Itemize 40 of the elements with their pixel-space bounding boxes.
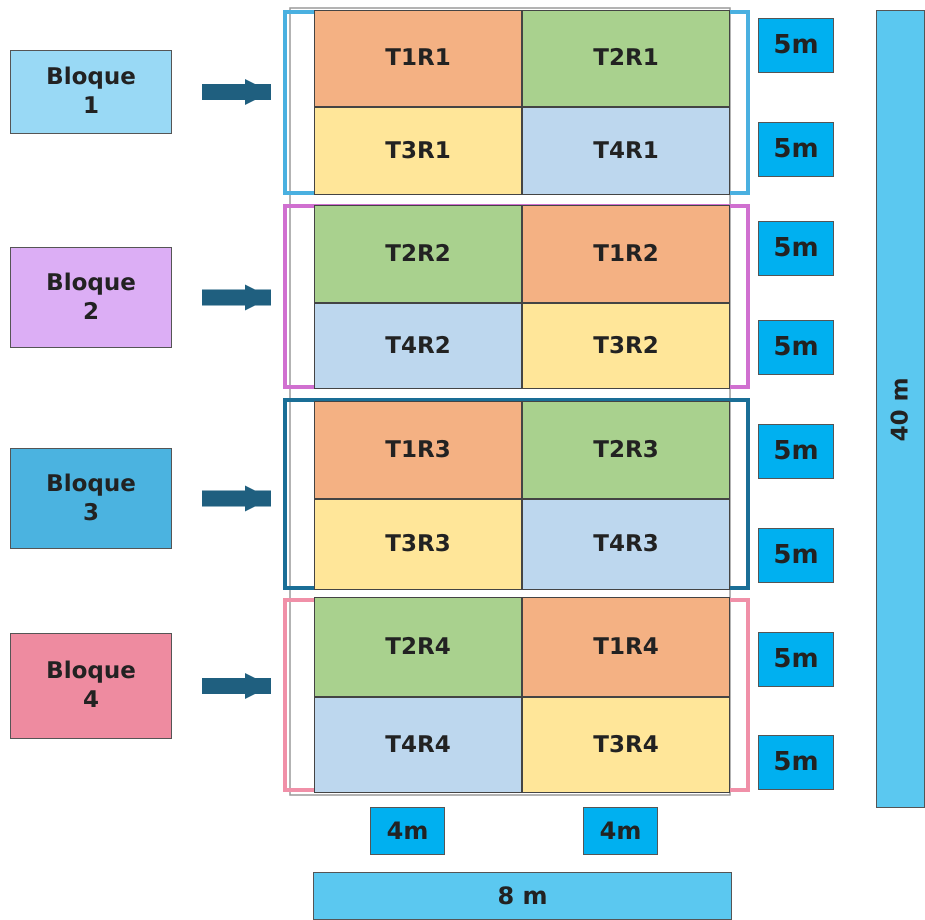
dimension-box: 5m bbox=[758, 122, 834, 177]
block-label-box: Bloque 1 bbox=[10, 50, 172, 134]
plot-cell: T1R4 bbox=[522, 597, 730, 697]
plot-cell: T2R2 bbox=[314, 205, 522, 303]
plot-cell: T3R2 bbox=[522, 303, 730, 389]
dimension-bar: 8 m bbox=[313, 872, 732, 920]
arrow bbox=[202, 486, 271, 512]
dimension-box: 5m bbox=[758, 735, 834, 790]
plot-cell: T3R4 bbox=[522, 697, 730, 793]
plot-cell: T2R4 bbox=[314, 597, 522, 697]
plot-cell: T2R3 bbox=[522, 401, 730, 499]
dimension-box: 5m bbox=[758, 320, 834, 375]
dimension-box: 4m bbox=[370, 807, 445, 855]
plot-cell: T4R2 bbox=[314, 303, 522, 389]
arrow bbox=[202, 284, 271, 310]
block-frame bbox=[283, 204, 750, 389]
plot-cell: T1R1 bbox=[314, 10, 522, 107]
plot-cell: T4R1 bbox=[522, 107, 730, 195]
block-frame bbox=[283, 398, 750, 590]
plot-cell: T4R3 bbox=[522, 499, 730, 590]
plot-cell: T3R1 bbox=[314, 107, 522, 195]
dimension-bar: 40 m bbox=[876, 10, 925, 808]
dimension-box: 5m bbox=[758, 528, 834, 583]
dimension-box: 5m bbox=[758, 632, 834, 687]
plot-cell: T4R4 bbox=[314, 697, 522, 793]
plot-cell: T2R1 bbox=[522, 10, 730, 107]
arrow bbox=[202, 673, 271, 699]
block-frame bbox=[283, 10, 750, 195]
plot-cell: T3R3 bbox=[314, 499, 522, 590]
dimension-box: 5m bbox=[758, 424, 834, 479]
dimension-box: 5m bbox=[758, 221, 834, 276]
plot-cell: T1R3 bbox=[314, 401, 522, 499]
block-label-box: Bloque 3 bbox=[10, 448, 172, 549]
dimension-box: 5m bbox=[758, 18, 834, 73]
arrow bbox=[202, 79, 271, 105]
dimension-box: 4m bbox=[583, 807, 658, 855]
block-label-box: Bloque 2 bbox=[10, 247, 172, 348]
block-frame bbox=[283, 598, 750, 792]
plot-cell: T1R2 bbox=[522, 205, 730, 303]
block-label-box: Bloque 4 bbox=[10, 633, 172, 739]
